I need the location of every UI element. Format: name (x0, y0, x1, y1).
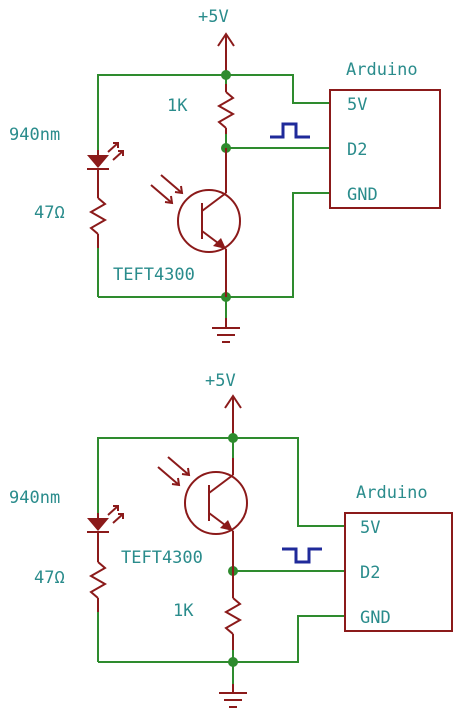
resistor-47ohm (88, 542, 108, 612)
pin-d2: D2 (360, 563, 380, 583)
board-title: Arduino (356, 483, 428, 503)
sensor-label: TEFT4300 (121, 548, 203, 568)
ir-led-icon (87, 505, 124, 542)
supply-arrow-icon (217, 32, 235, 75)
resistor-1k (223, 571, 243, 650)
ir-led-icon (87, 142, 124, 178)
pull-resistor-label: 1K (167, 96, 188, 116)
led-label: 940nm (9, 125, 60, 145)
junction-dot (228, 433, 238, 443)
junction-dot (221, 70, 231, 80)
pin-5v: 5V (360, 518, 380, 538)
supply-arrow-icon (224, 394, 242, 438)
pulse-high-icon (270, 122, 310, 139)
pin-5v: 5V (347, 95, 367, 115)
junction-dot (228, 657, 238, 667)
circuit-bottom: +5V (9, 371, 453, 708)
ground-icon (212, 318, 240, 343)
pin-d2: D2 (347, 140, 367, 160)
wires-top (97, 74, 330, 318)
supply-label: +5V (205, 371, 236, 391)
resistor-1k (216, 84, 236, 134)
arduino-board (329, 89, 441, 209)
pull-resistor-label: 1K (173, 601, 194, 621)
led-resistor-label: 47Ω (34, 568, 65, 588)
led-resistor-label: 47Ω (34, 203, 65, 223)
pulse-low-icon (282, 547, 322, 564)
supply-label: +5V (198, 7, 229, 27)
ground-icon (219, 684, 247, 708)
arduino-board (344, 512, 453, 632)
led-label: 940nm (9, 488, 60, 508)
sensor-label: TEFT4300 (113, 265, 195, 285)
board-title: Arduino (346, 60, 418, 80)
resistor-47ohm (88, 178, 108, 248)
phototransistor-icon (157, 456, 248, 571)
phototransistor-icon (150, 148, 241, 297)
pin-gnd: GND (360, 608, 391, 628)
pin-gnd: GND (347, 185, 378, 205)
circuit-top: +5V 1K (9, 7, 441, 343)
